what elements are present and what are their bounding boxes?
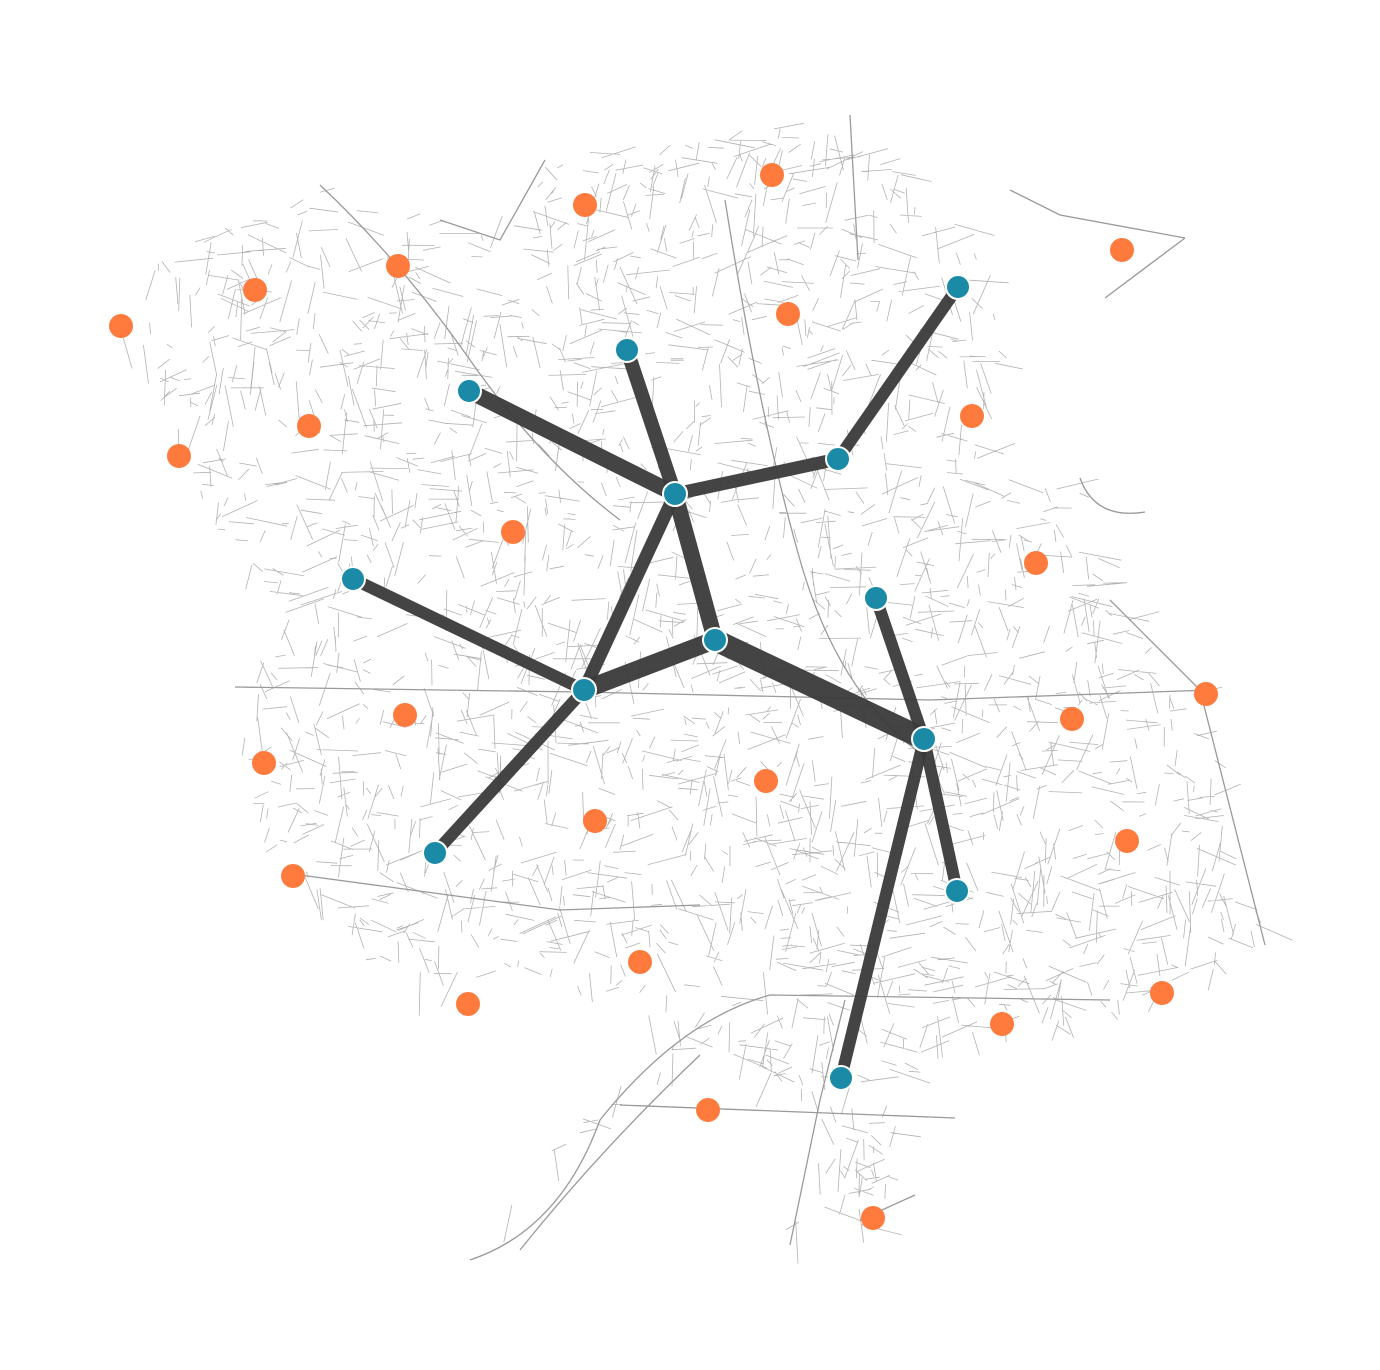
hub-node-icon: [456, 378, 482, 404]
hub-node-icon: [571, 677, 597, 703]
demand-point-icon: [281, 864, 305, 888]
hub-node-icon: [702, 627, 728, 653]
demand-point-icon: [1194, 682, 1218, 706]
hub-nodes: [340, 274, 971, 1091]
trunk-road: [319, 184, 621, 521]
demand-point-icon: [386, 254, 410, 278]
demand-point-icon: [1110, 238, 1134, 262]
demand-point-icon: [696, 1098, 720, 1122]
network-edge: [918, 737, 963, 893]
demand-point-icon: [760, 163, 784, 187]
demand-point-icon: [861, 1206, 885, 1230]
network-edge: [465, 383, 679, 502]
demand-point-icon: [1115, 829, 1139, 853]
demand-point-icon: [167, 444, 191, 468]
trunk-road: [469, 994, 1111, 1261]
network-edge: [870, 596, 930, 741]
trunk-road: [299, 874, 701, 911]
network-edge: [620, 347, 682, 497]
network-edge: [578, 491, 681, 693]
demand-point-icon: [393, 703, 417, 727]
hub-node-icon: [422, 840, 448, 866]
network-edge: [710, 630, 929, 749]
demand-point-icon: [1024, 551, 1048, 575]
demand-point-icon: [252, 751, 276, 775]
trunk-road: [619, 1104, 956, 1119]
demand-point-icon: [776, 302, 800, 326]
street-network: [121, 114, 1293, 1264]
network-edge: [350, 573, 587, 696]
network-edge: [833, 283, 963, 463]
trunk-road: [519, 1054, 701, 1251]
hub-node-icon: [945, 274, 971, 300]
trunk-road: [849, 114, 859, 261]
hub-node-icon: [863, 585, 889, 611]
demand-point-icon: [501, 520, 525, 544]
demand-point-icon: [1060, 707, 1084, 731]
hub-node-icon: [911, 726, 937, 752]
network-edge: [667, 491, 723, 643]
network-edges: [350, 283, 963, 1080]
trunk-road: [1079, 477, 1146, 514]
demand-point-icon: [583, 809, 607, 833]
demand-point-icon: [109, 314, 133, 338]
network-edge: [580, 631, 719, 699]
demand-point-icon: [1150, 981, 1174, 1005]
demand-point-icon: [628, 950, 652, 974]
street-segments: [121, 122, 1293, 1264]
hub-node-icon: [614, 337, 640, 363]
trunk-road: [234, 686, 1211, 701]
hub-node-icon: [340, 566, 366, 592]
trunk-road: [1009, 189, 1186, 299]
demand-point-icon: [573, 193, 597, 217]
demand-point-icon: [990, 1012, 1014, 1036]
demand-point-icon: [297, 414, 321, 438]
hub-node-icon: [825, 446, 851, 472]
hub-node-icon: [944, 878, 970, 904]
demand-points: [109, 163, 1218, 1230]
demand-point-icon: [960, 404, 984, 428]
hub-node-icon: [662, 481, 688, 507]
demand-point-icon: [243, 278, 267, 302]
trunk-road: [439, 159, 546, 241]
network-edge: [835, 737, 930, 1080]
demand-point-icon: [456, 992, 480, 1016]
trunk-road: [789, 999, 846, 1246]
network-edge: [430, 685, 589, 858]
network-edge: [673, 452, 840, 501]
hub-node-icon: [828, 1065, 854, 1091]
demand-point-icon: [754, 769, 778, 793]
